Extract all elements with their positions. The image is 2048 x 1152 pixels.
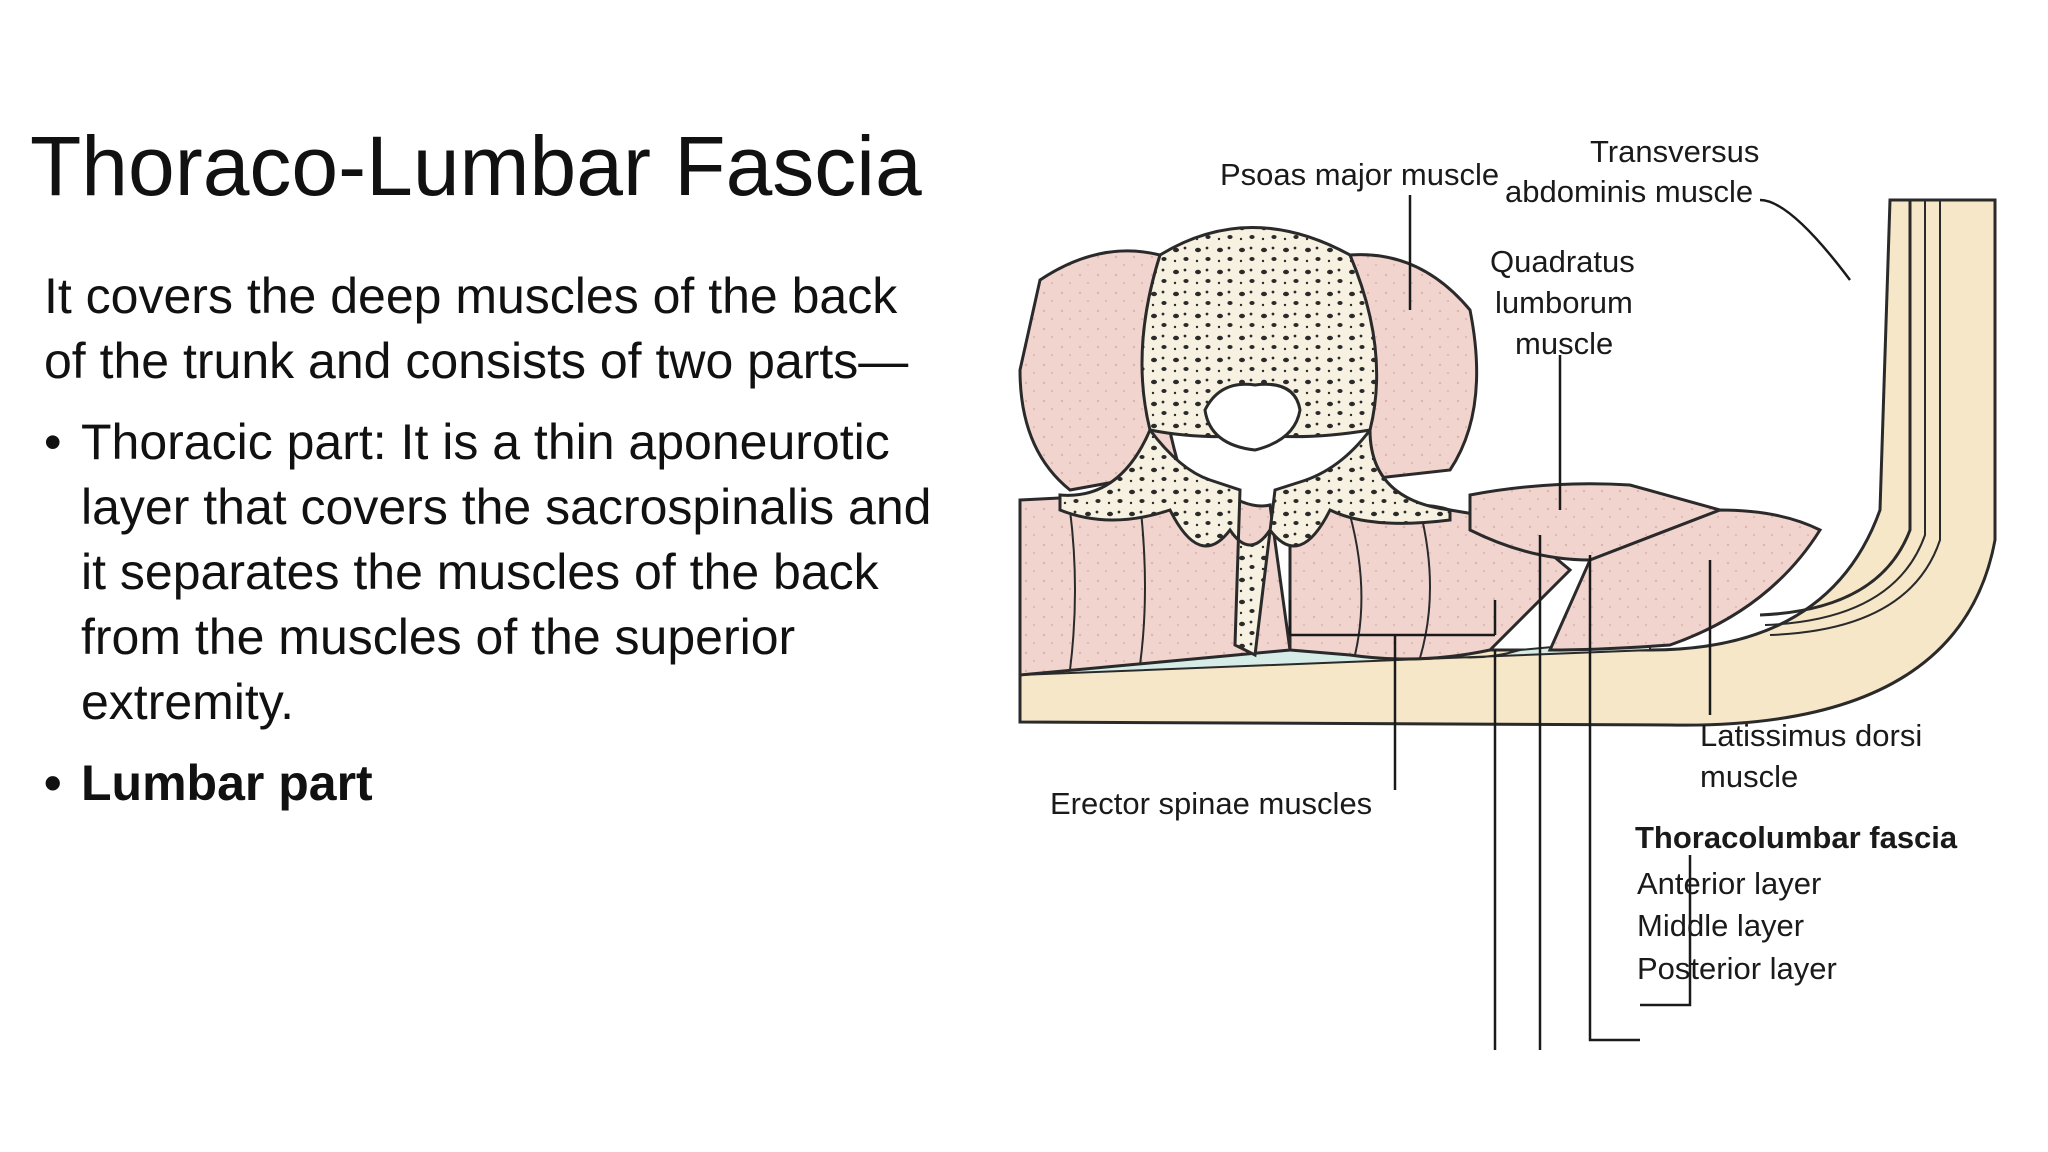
vertebral-arch [1058,425,1452,658]
bullet-thoracic-part: • Thoracic part: It is a thin aponeuroti… [44,410,944,735]
latissimus-dorsi [1547,508,1823,652]
fascia-band [1018,198,1997,727]
bullet-lumbar-part: • Lumbar part [44,751,944,816]
bullet-marker: • [44,755,62,811]
vertebral-body [1140,226,1379,439]
label-latissimus-line1: Latissimus dorsi [1700,718,1922,753]
slide-body: It covers the deep muscles of the back o… [44,264,944,832]
slide-title: Thoraco-Lumbar Fascia [30,119,922,213]
bullet-text: Lumbar part [81,755,373,811]
label-thoracolumbar-fascia: Thoracolumbar fascia [1635,820,1958,855]
label-quadratus-line3: muscle [1515,326,1613,361]
label-psoas: Psoas major muscle [1220,157,1499,192]
anatomy-figure: Psoas major muscle Transversus abdominis… [950,90,2048,1050]
label-quadratus-line1: Quadratus [1490,244,1635,279]
label-latissimus-line2: muscle [1700,759,1798,794]
intro-paragraph: It covers the deep muscles of the back o… [44,268,909,389]
label-transversus-line1: Transversus [1590,134,1759,169]
bullet-marker: • [44,414,62,470]
spinal-canal [1203,382,1302,452]
label-posterior-layer: Posterior layer [1637,951,1837,986]
label-anterior-layer: Anterior layer [1637,866,1821,901]
label-transversus-line2: abdominis muscle [1505,174,1753,209]
label-quadratus-line2: lumborum [1495,285,1633,320]
thoracolumbar-diagram: Psoas major muscle Transversus abdominis… [1018,134,1997,1050]
label-erector: Erector spinae muscles [1050,786,1372,821]
bullet-text: Thoracic part: It is a thin aponeurotic … [81,414,932,730]
label-middle-layer: Middle layer [1637,908,1804,943]
